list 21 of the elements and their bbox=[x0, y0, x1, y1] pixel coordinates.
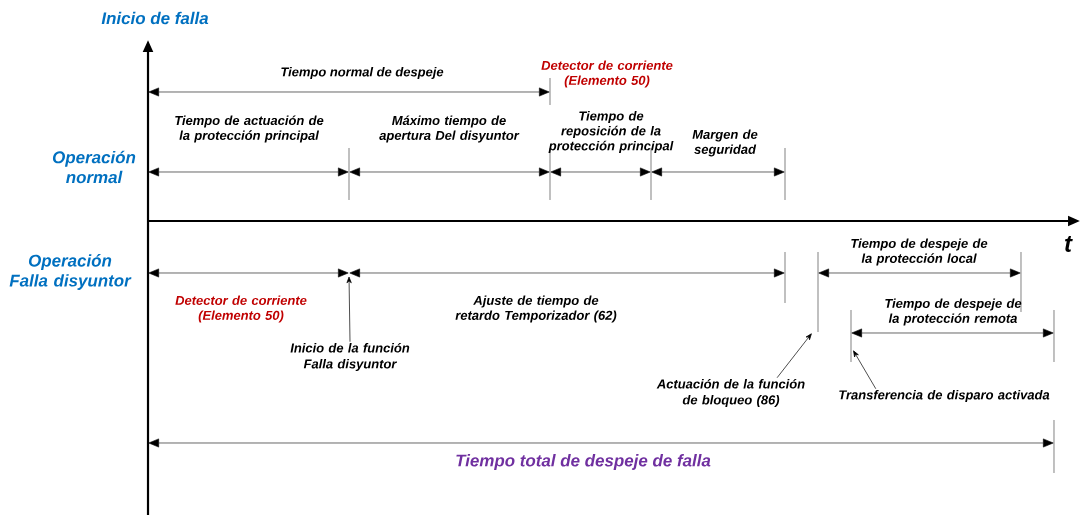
interval-label: Tiempo de reposición de la protección principal bbox=[548, 111, 674, 153]
axis-title: Inicio de falla bbox=[101, 11, 209, 25]
leader-line bbox=[853, 350, 877, 390]
leader-line bbox=[346, 276, 352, 343]
interval-label: Ajuste de tiempo de retardo Temporizador (62) bbox=[455, 295, 617, 323]
interval-label: Tiempo de despeje de la protección remota bbox=[885, 298, 1022, 326]
row-label: Operación Falla disyuntor bbox=[9, 254, 132, 290]
annotation-text: Actuación de la función de bloqueo (86) bbox=[656, 378, 805, 408]
row-label: Operación normal bbox=[52, 150, 136, 184]
leader-line bbox=[776, 333, 812, 379]
axis-label: t bbox=[1065, 236, 1073, 252]
interval-label: Máximo tiempo de apertura Del disyuntor bbox=[379, 115, 520, 143]
annotation-text: Transferencia de disparo activada bbox=[839, 389, 1050, 403]
interval-label: Margen de seguridad bbox=[692, 129, 758, 157]
interval-label: Tiempo de despeje de la protección local bbox=[851, 238, 988, 266]
total-time-label: Tiempo total de despeje de falla bbox=[456, 454, 711, 470]
element-label: Detector de corriente (Elemento 50) bbox=[175, 295, 307, 323]
interval-label: Tiempo normal de despeje bbox=[281, 66, 444, 80]
element-label: Detector de corriente (Elemento 50) bbox=[541, 60, 673, 88]
interval-label: Tiempo de actuación de la protección principal bbox=[175, 115, 324, 143]
annotation-text: Inicio de la función Falla disyuntor bbox=[290, 342, 410, 372]
